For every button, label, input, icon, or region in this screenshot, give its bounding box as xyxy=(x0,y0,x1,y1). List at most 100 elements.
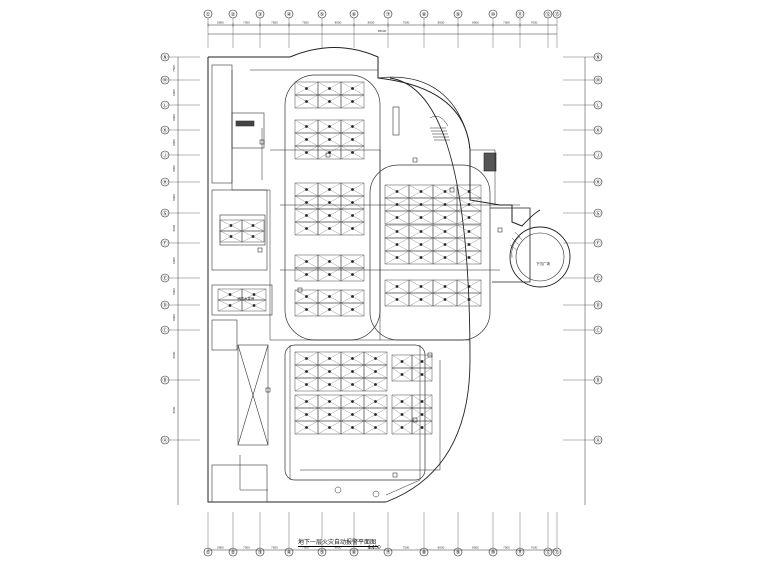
dimension-value: 7500 xyxy=(271,546,278,550)
dimension-value: 5800 xyxy=(217,21,224,25)
smoke-detector-icon xyxy=(419,203,423,206)
alarm-loop xyxy=(239,455,268,491)
smoke-detector-icon xyxy=(351,308,354,311)
smoke-detector-icon xyxy=(328,214,331,217)
smoke-detector-icon xyxy=(328,370,331,373)
smoke-detector-icon xyxy=(374,370,377,373)
smoke-detector-icon xyxy=(374,400,377,403)
smoke-detector-icon xyxy=(305,214,308,217)
parking-bay xyxy=(340,94,365,109)
smoke-detector-icon xyxy=(395,203,399,206)
smoke-detector-icon xyxy=(305,383,308,386)
smoke-detector-icon xyxy=(351,87,354,90)
smoke-detector-icon xyxy=(305,400,308,403)
smoke-detector-icon xyxy=(467,243,471,246)
north-marks xyxy=(334,486,380,498)
dimension-value-left: 8000 xyxy=(172,257,176,264)
smoke-detector-icon xyxy=(420,400,424,403)
smoke-detector-icon xyxy=(251,235,255,238)
parking-bay xyxy=(340,302,365,317)
smoke-detector-icon xyxy=(328,260,331,263)
axis-label-top: ⑨ xyxy=(456,12,461,18)
axis-label-bottom: ⑨ xyxy=(456,550,461,556)
title-underline xyxy=(298,546,378,547)
smoke-detector-icon xyxy=(229,235,233,238)
smoke-detector-icon xyxy=(228,293,232,296)
smoke-detector-icon xyxy=(351,383,354,386)
smoke-detector-icon xyxy=(467,285,471,288)
smoke-detector-icon xyxy=(351,260,354,263)
smoke-detector-icon xyxy=(419,285,423,288)
dimension-value: 8000 xyxy=(335,21,342,25)
dimension-value: 7500 xyxy=(403,21,410,25)
smoke-detector-icon xyxy=(305,100,308,103)
dimension-value: 8000 xyxy=(368,21,375,25)
smoke-detector-icon xyxy=(328,138,331,141)
smoke-detector-icon xyxy=(419,256,423,259)
parking-bay xyxy=(456,292,482,307)
dimension-total: 85600 xyxy=(378,29,387,33)
smoke-detector-icon xyxy=(443,243,447,246)
dimension-value-left: 8000 xyxy=(172,351,176,358)
smoke-detector-icon xyxy=(443,230,447,233)
smoke-detector-icon xyxy=(305,138,308,141)
smoke-detector-icon xyxy=(467,256,471,259)
smoke-detector-icon xyxy=(443,190,447,193)
axis-label-left: Ⓔ xyxy=(162,275,167,282)
alarm-bell-icon xyxy=(497,227,503,233)
smoke-detector-icon xyxy=(395,216,399,219)
axis-label-top: ② xyxy=(231,12,236,18)
dimension-value: 7000 xyxy=(531,21,538,25)
parking-bay xyxy=(363,420,388,435)
smoke-detector-icon xyxy=(467,190,471,193)
dimension-value: 7000 xyxy=(243,546,250,550)
smoke-detector-icon xyxy=(305,151,308,154)
smoke-detector-icon xyxy=(395,190,399,193)
smoke-detector-icon xyxy=(351,138,354,141)
drive-aisles xyxy=(284,74,491,481)
dimension-value-left: 8000 xyxy=(172,165,176,172)
smoke-detector-icon xyxy=(351,413,354,416)
smoke-detector-icon xyxy=(328,125,331,128)
parking-zones xyxy=(217,81,482,435)
smoke-detector-icon xyxy=(351,151,354,154)
smoke-detector-icon xyxy=(351,125,354,128)
alarm-loop xyxy=(470,149,496,205)
alarm-loop xyxy=(231,70,290,341)
smoke-detector-icon xyxy=(400,373,404,376)
dimension-value: 5800 xyxy=(217,546,224,550)
axis-label-left: Ⓓ xyxy=(162,302,167,309)
smoke-detector-icon xyxy=(252,293,256,296)
parking-bay xyxy=(411,420,433,435)
smoke-detector-icon xyxy=(467,298,471,301)
smoke-detector-icon xyxy=(305,260,308,263)
axis-label-right: Ⓜ xyxy=(595,77,600,84)
smoke-detector-icon xyxy=(328,87,331,90)
smoke-detector-icon xyxy=(374,357,377,360)
smoke-detector-icon xyxy=(328,100,331,103)
axis-label-bottom: ⑧ xyxy=(422,550,427,556)
smoke-detector-icon xyxy=(374,413,377,416)
smoke-detector-icon xyxy=(328,188,331,191)
axis-label-bottom: ① xyxy=(206,550,211,556)
axis-label-right: Ⓗ xyxy=(595,179,600,186)
axis-label-bottom: ② xyxy=(231,550,236,556)
axis-label-right: Ⓙ xyxy=(595,152,600,159)
smoke-detector-icon xyxy=(400,413,404,416)
axis-label-bottom: ⑦ xyxy=(386,550,391,556)
dimension-value: 8000 xyxy=(335,546,342,550)
smoke-detector-icon xyxy=(351,214,354,217)
drawing-title: 地下一层火灾自动报警平面图 xyxy=(298,540,377,546)
axis-label-left: Ⓒ xyxy=(162,327,167,334)
smoke-detector-icon xyxy=(420,360,424,363)
smoke-detector-icon xyxy=(305,201,308,204)
smoke-detector-icon xyxy=(351,426,354,429)
alarm-bell-icon xyxy=(325,152,331,158)
smoke-detector-icon xyxy=(443,203,447,206)
alarm-bell-icon xyxy=(427,352,433,358)
smoke-detector-icon xyxy=(305,308,308,311)
smoke-detector-icon xyxy=(328,227,331,230)
axis-label-bottom: ⑩ xyxy=(491,550,496,556)
smoke-detector-icon xyxy=(351,227,354,230)
